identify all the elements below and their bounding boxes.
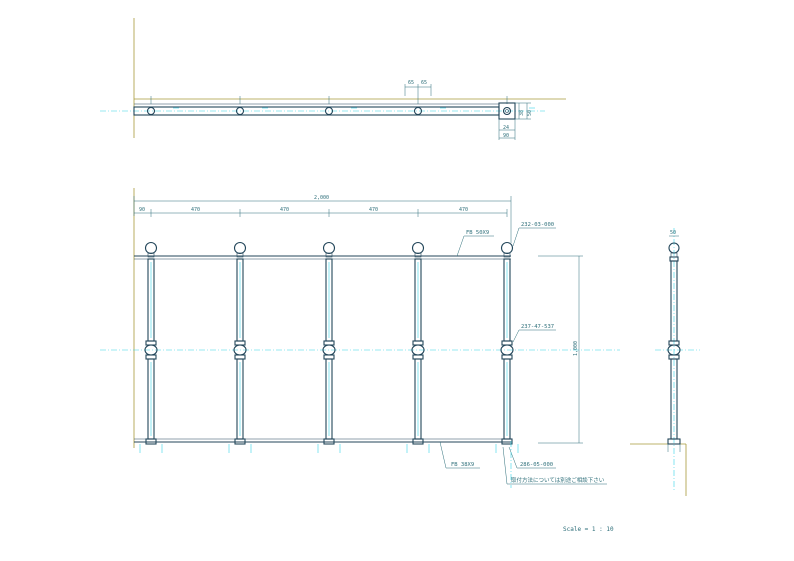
dim-spacing-1: 470 — [191, 207, 200, 213]
plan-posts — [146, 96, 535, 116]
plan-end-plate-bolt-inner — [505, 109, 509, 113]
scale-label: Scale = 1 : 10 — [563, 526, 614, 533]
dim-overall-width: 2,000 — [314, 195, 329, 201]
plan-post-3 — [413, 106, 423, 116]
plan-post-0 — [146, 106, 156, 116]
post-ball-3 — [411, 241, 425, 255]
leader-post-top — [512, 227, 556, 247]
post-collar-bot-0 — [145, 354, 157, 360]
callout-post-top: 232-03-000 — [521, 222, 554, 228]
callout-bottom-bar: FB 38X9 — [451, 462, 474, 468]
post-base-1 — [234, 438, 246, 445]
post-base-0 — [145, 438, 157, 445]
dim-bottom-2: 90 — [503, 133, 509, 139]
post-collar-bot-4 — [501, 354, 513, 360]
plan-view: 65 65 38 50 24 90 — [100, 18, 566, 140]
post-ball-0 — [144, 241, 158, 255]
post-base-3 — [412, 438, 424, 445]
post-neck-1 — [236, 252, 244, 258]
front-view: 2,000 90 470 470 470 470 1,000 FB 50X9 2… — [100, 188, 620, 488]
post-neck-3 — [414, 252, 422, 258]
post-collar-top-2 — [323, 340, 335, 346]
front-posts — [139, 209, 519, 453]
callout-post-base: 286-05-000 — [520, 462, 553, 468]
leader-top-bar — [456, 235, 494, 257]
side-post — [667, 242, 681, 452]
dim-spacing-3: 470 — [369, 207, 378, 213]
dim-side-1: 38 — [519, 110, 525, 116]
post-neck-0 — [147, 252, 155, 258]
side-view: 50 — [630, 228, 700, 496]
dim-65-b: 65 — [421, 80, 427, 86]
plan-post-1 — [235, 106, 245, 116]
plan-end-plate-bolt — [503, 107, 511, 115]
side-post-base — [667, 438, 681, 445]
leader-note — [502, 446, 607, 485]
dim-side-top: 50 — [670, 230, 676, 236]
callout-collar: 237-47-537 — [521, 324, 554, 330]
post-ball-1 — [233, 241, 247, 255]
dim-spacing-0: 90 — [139, 207, 145, 213]
post-collar-top-1 — [234, 340, 246, 346]
plan-post-2 — [324, 106, 334, 116]
post-collar-top-0 — [145, 340, 157, 346]
dim-height: 1,000 — [573, 341, 579, 356]
callout-note: 取付方法については別途ご相談下さい — [511, 476, 605, 484]
post-collar-top-3 — [412, 340, 424, 346]
post-ball-4 — [500, 241, 514, 255]
post-neck-2 — [325, 252, 333, 258]
post-collar-top-4 — [501, 340, 513, 346]
post-collar-bot-3 — [412, 354, 424, 360]
callout-top-bar: FB 50X9 — [466, 230, 489, 236]
post-base-2 — [323, 438, 335, 445]
post-base-4 — [501, 438, 513, 445]
dim-bottom-1: 24 — [503, 125, 509, 131]
post-collar-bot-2 — [323, 354, 335, 360]
dim-side-2: 50 — [527, 110, 533, 116]
post-ball-2 — [322, 241, 336, 255]
spacing-labels: 90 470 470 470 470 — [139, 207, 468, 213]
dim-spacing-2: 470 — [280, 207, 289, 213]
dim-65-a: 65 — [408, 80, 414, 86]
plan-end-plate — [498, 102, 516, 120]
leader-collar — [512, 329, 556, 343]
leader-bottom-bar — [439, 441, 480, 469]
leader-post-base — [508, 446, 556, 469]
post-collar-bot-1 — [234, 354, 246, 360]
dim-spacing-4: 470 — [459, 207, 468, 213]
post-neck-4 — [503, 252, 511, 258]
